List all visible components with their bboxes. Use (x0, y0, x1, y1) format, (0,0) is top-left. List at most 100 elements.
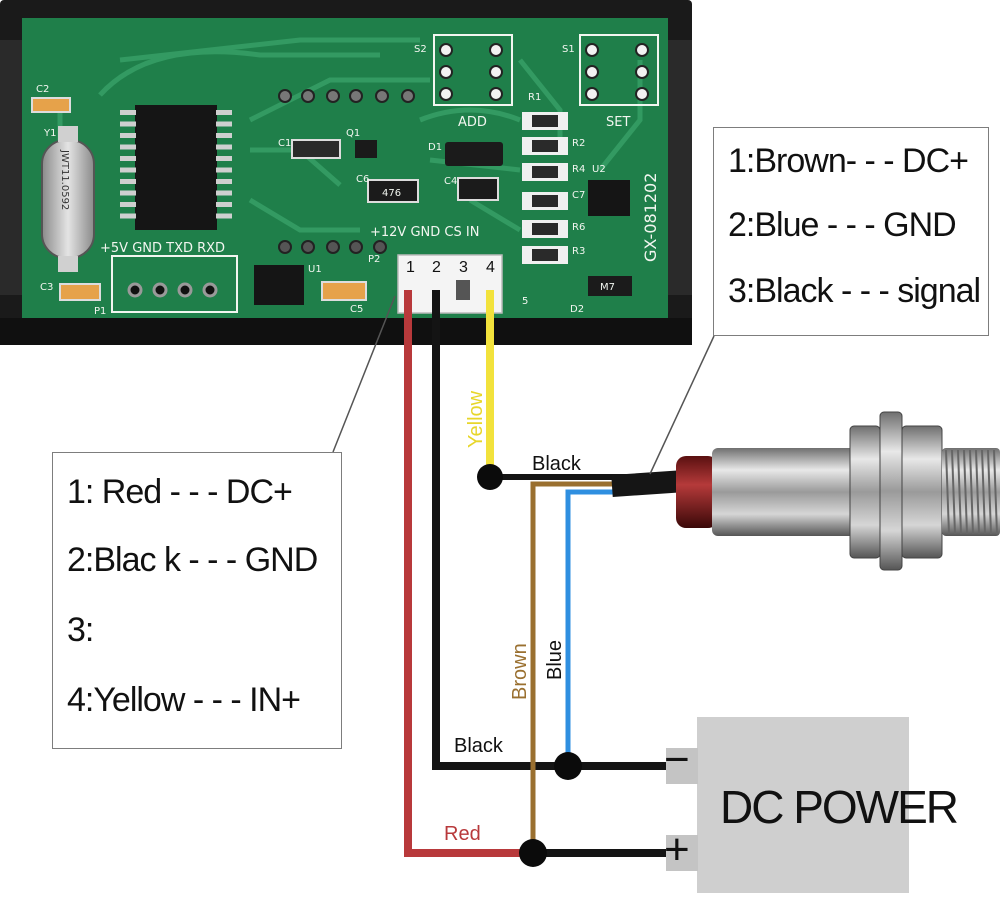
label-yellow: Yellow (465, 390, 487, 448)
wires (404, 290, 701, 857)
silk-r2: R2 (572, 138, 585, 149)
leader-board-callout (332, 295, 396, 453)
connector-pin-4: 4 (486, 259, 495, 276)
display-pin-hole (278, 89, 292, 103)
serial-pin-hole (152, 282, 168, 298)
cap-c1 (291, 139, 341, 159)
silk-q1: Q1 (346, 128, 360, 139)
serial-header-outline (111, 255, 238, 313)
optocoupler-u2 (588, 180, 630, 216)
cap-c4 (457, 177, 499, 201)
silk-model: GX-081202 (641, 173, 660, 262)
junction-brown-red (519, 839, 547, 867)
mcu-pin (120, 133, 136, 138)
button-pin-hole (585, 43, 599, 57)
minus-sign: − (664, 735, 690, 784)
mcu-pin (216, 213, 232, 219)
silk-r3: R3 (572, 246, 585, 257)
sensor-pin-3: 3:Black - - - signal (728, 272, 981, 310)
mcu-pin (216, 144, 232, 150)
housing-bottom-lip (0, 318, 692, 345)
silk-c3: C3 (40, 282, 53, 293)
resistor-body (532, 195, 558, 207)
silk-u1: U1 (308, 264, 322, 275)
resistor-body (532, 140, 558, 152)
mcu-pin (216, 202, 232, 207)
cap-c6 (367, 179, 419, 203)
diode-d2-marking: M7 (600, 282, 615, 293)
input-pin-hole (326, 240, 340, 254)
proximity-sensor (676, 411, 1000, 571)
silk-c6: C6 (356, 174, 369, 185)
button-pin-hole (635, 43, 649, 57)
sensor-nut-2 (901, 425, 943, 559)
silk-c7: C7 (572, 190, 585, 201)
connector-pin-3: 3 (459, 259, 468, 276)
mcu-pin (120, 144, 136, 150)
serial-pin-hole (202, 282, 218, 298)
terminal-connector: 1 2 3 4 (397, 254, 503, 314)
thread-line (945, 449, 950, 535)
pcb-traces (57, 37, 643, 233)
label-red: Red (444, 823, 481, 845)
wire-black-board (432, 290, 566, 770)
silk-c1: C1 (278, 138, 291, 149)
button-pad-add (433, 34, 513, 106)
crystal-lead-bottom (58, 256, 78, 272)
plus-sign: + (664, 825, 690, 874)
dc-power-label: DC POWER (720, 781, 959, 833)
input-pin-hole (349, 240, 363, 254)
silk-p2: P2 (368, 254, 380, 265)
sensor-washer (879, 411, 903, 571)
cap-c3 (59, 283, 101, 301)
power-box (697, 717, 909, 893)
dc-power-supply (666, 717, 909, 893)
sensor-pin-1: 1:Brown- - - DC+ (728, 142, 969, 180)
silk-add: ADD (458, 115, 487, 130)
mcu-pin (120, 190, 136, 196)
wire-blue (565, 489, 640, 766)
silk-input-header: +12V GND CS IN (370, 225, 479, 240)
silk-power-header: +5V GND TXD RXD (100, 241, 225, 256)
silk-r6: R6 (572, 222, 585, 233)
resistor-body (532, 223, 558, 235)
button-pin-hole (585, 87, 599, 101)
crystal-lead-top (58, 126, 78, 142)
thread-line (981, 449, 986, 535)
input-pin-hole (301, 240, 315, 254)
terminal-minus (666, 748, 698, 784)
mcu-pin (216, 121, 232, 127)
board-pin-4: 4:Yellow - - - IN+ (67, 681, 301, 719)
serial-pin-hole (127, 282, 143, 298)
meter-module: JWT11.0592 476 M7 +5V GND T (0, 0, 692, 345)
housing-right-tab (668, 40, 692, 295)
thread-line (963, 449, 968, 535)
button-pin-hole (635, 65, 649, 79)
board-pin-3: 3: (67, 611, 94, 649)
silk-set: SET (606, 115, 630, 130)
button-pin-hole (489, 65, 503, 79)
display-pin-hole (401, 89, 415, 103)
terminal-plus (666, 835, 698, 871)
silk-r1: R1 (528, 92, 541, 103)
diode-d2 (588, 276, 632, 296)
silk-r4: R4 (572, 164, 585, 175)
mcu-pin (120, 179, 136, 184)
wire-brown (530, 481, 640, 853)
silk-c2: C2 (36, 84, 49, 95)
mcu-pin (216, 190, 232, 196)
resistor-body (532, 115, 558, 127)
board-pin-2: 2:Blac k - - - GND (67, 541, 318, 579)
connector-pin-2: 2 (432, 259, 441, 276)
resistor-array (522, 112, 568, 264)
housing-left-tab (0, 40, 22, 295)
mcu-pin (216, 156, 232, 161)
sensor-nut-1 (849, 425, 881, 559)
mcu-pin (120, 202, 136, 207)
label-black-bottom: Black (454, 735, 504, 757)
board-pin-1: 1: Red - - - DC+ (67, 473, 293, 511)
thread-line (969, 449, 974, 535)
wire-red (404, 290, 533, 857)
thread-line (987, 449, 992, 535)
